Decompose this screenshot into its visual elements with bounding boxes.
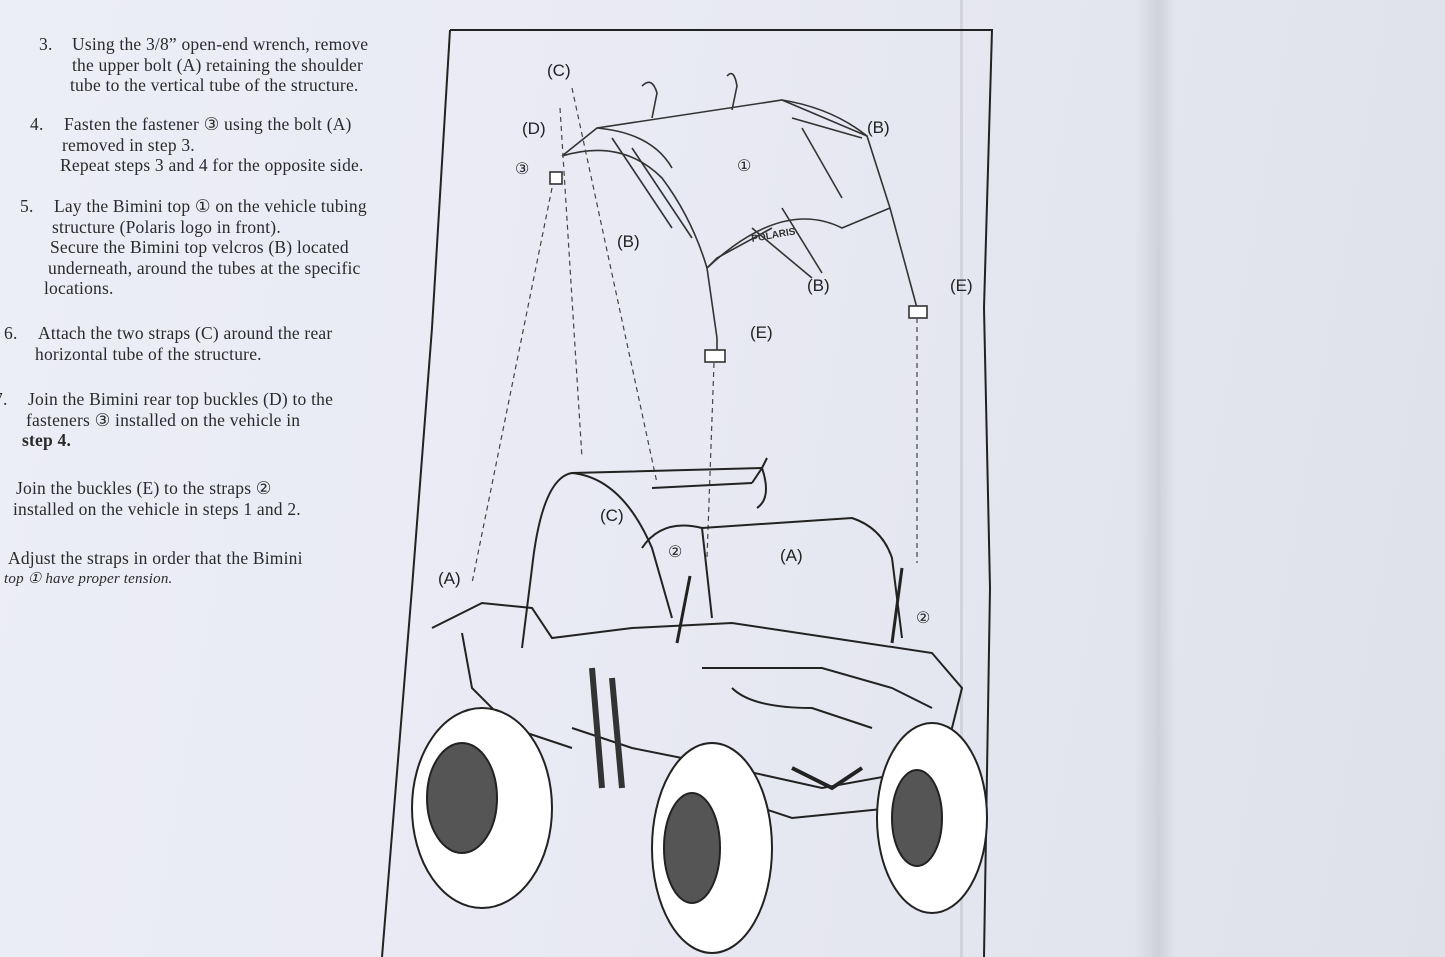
step-4: 4. Fasten the fastener ③ using the bolt … — [30, 114, 416, 176]
step-7-number: 7. — [0, 389, 8, 409]
label-b-left: (B) — [617, 232, 640, 251]
step-7: 7. Join the Bimini rear top buckles (D) … — [0, 389, 394, 451]
page-fold — [960, 0, 963, 957]
step-4-number: 4. — [30, 114, 44, 134]
diagram-svg: POLARIS — [381, 29, 994, 957]
polaris-logo: POLARIS — [751, 226, 797, 245]
frame-left-border — [381, 29, 451, 957]
step-6-line-2: horizontal tube of the structure. — [35, 343, 262, 364]
utv-vehicle — [411, 457, 988, 954]
label-c-bottom: (C) — [600, 506, 624, 525]
step-6: 6. Attach the two straps (C) around the … — [4, 323, 400, 364]
page-edge-shadow — [1135, 0, 1175, 957]
label-e-mid: (E) — [750, 323, 773, 342]
label-strap-2-right: ② — [916, 610, 931, 627]
step-8-line-1: Join the buckles (E) to the straps ② — [16, 478, 272, 498]
label-fastener-3: ③ — [515, 161, 530, 178]
label-d-top: (D) — [522, 119, 546, 138]
label-a-left: (A) — [438, 569, 461, 588]
step-5: 5. Lay the Bimini top ① on the vehicle t… — [20, 196, 409, 299]
step-3-number: 3. — [39, 34, 53, 54]
step-7-line-2: fasteners ③ installed on the vehicle in — [26, 409, 301, 430]
frame-right-border — [450, 29, 994, 957]
label-e-right: (E) — [950, 276, 973, 295]
instruction-steps: 3. Using the 3/8” open-end wrench, remov… — [0, 0, 430, 620]
step-5-line-3: Secure the Bimini top velcros (B) locate… — [50, 237, 349, 257]
step-9-line-1: Adjust the straps in order that the Bimi… — [8, 548, 303, 568]
step-7-line-1: Join the Bimini rear top buckles (D) to … — [28, 389, 334, 409]
step-5-number: 5. — [20, 196, 34, 216]
step-5-line-5: locations. — [44, 278, 114, 298]
guide-lines — [471, 87, 918, 584]
step-8-line-2: installed on the vehicle in steps 1 and … — [13, 498, 301, 519]
step-3-line-1: Using the 3/8” open-end wrench, remove — [72, 34, 369, 54]
step-9-line-2: top ① have proper tension. — [4, 570, 173, 587]
installation-diagram: POLARIS — [372, 28, 997, 957]
label-a-mid: (A) — [780, 546, 803, 565]
label-bimini-top-1: ① — [737, 158, 752, 175]
step-4-line-3: Repeat steps 3 and 4 for the opposite si… — [60, 155, 364, 175]
step-7-line-3: step 4. — [22, 430, 72, 450]
step-6-line-1: Attach the two straps (C) around the rea… — [38, 323, 333, 343]
bimini-top — [549, 72, 928, 363]
step-5-line-2: structure (Polaris logo in front). — [52, 216, 281, 237]
label-b-front: (B) — [807, 276, 830, 295]
label-b-right: (B) — [867, 118, 890, 137]
label-strap-2-left: ② — [668, 544, 683, 561]
step-3: 3. Using the 3/8” open-end wrench, remov… — [39, 34, 422, 96]
label-c-top: (C) — [547, 61, 571, 80]
step-4-line-1: Fasten the fastener ③ using the bolt (A) — [64, 114, 352, 134]
step-5-line-4: underneath, around the tubes at the spec… — [48, 257, 361, 278]
step-4-line-2: removed in step 3. — [62, 134, 195, 155]
step-6-number: 6. — [4, 323, 18, 343]
step-9: Adjust the straps in order that the Bimi… — [4, 548, 388, 589]
step-5-line-1: Lay the Bimini top ① on the vehicle tubi… — [54, 196, 367, 216]
step-3-line-3: tube to the vertical tube of the structu… — [70, 75, 359, 95]
step-8: Join the buckles (E) to the straps ② ins… — [13, 478, 386, 519]
step-3-line-2: the upper bolt (A) retaining the shoulde… — [72, 54, 364, 75]
